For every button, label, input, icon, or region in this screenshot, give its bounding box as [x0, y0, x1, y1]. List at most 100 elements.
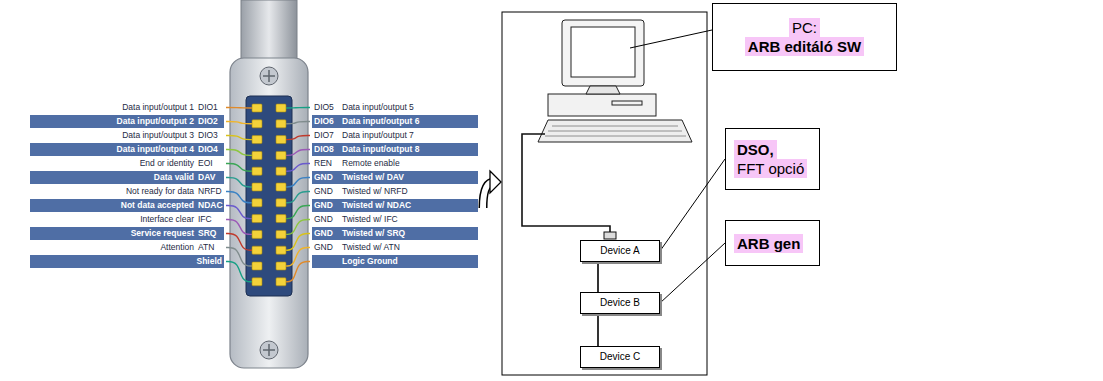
cable-plug	[604, 232, 616, 239]
pin	[252, 136, 262, 144]
callout-text: ARB gen	[734, 234, 803, 253]
signal-name: Data input/output 5	[342, 101, 478, 114]
wire	[226, 248, 252, 267]
signal-abbreviation: DIO1	[198, 101, 224, 114]
gpib-cable	[522, 134, 610, 234]
arrow-head	[490, 171, 501, 193]
pin	[252, 167, 262, 175]
signal-abbreviation: DIO2	[198, 115, 224, 128]
pc-stand	[586, 86, 620, 94]
wire	[226, 122, 252, 124]
system-frame	[502, 12, 707, 375]
wire	[226, 107, 252, 109]
signal-abbreviation: DIO6	[314, 115, 340, 128]
signal-abbreviation: DAV	[198, 171, 224, 184]
signal-abbreviation: GND	[314, 171, 340, 184]
pin	[252, 262, 262, 270]
wire	[286, 206, 310, 219]
label-band	[312, 171, 478, 184]
signal-name: Interface clear	[30, 213, 194, 226]
wire	[286, 150, 310, 156]
signal-abbreviation: REN	[314, 157, 340, 170]
wire	[226, 164, 252, 172]
pin	[276, 151, 286, 159]
signal-name: Data input/output 7	[342, 129, 478, 142]
cable	[241, 0, 297, 62]
label-band	[312, 227, 478, 240]
pin	[252, 104, 262, 112]
gpib-cable	[597, 262, 599, 292]
signal-name: End or identity	[30, 157, 194, 170]
callout-box: ARB gen	[725, 220, 820, 266]
pin	[252, 183, 262, 191]
pins	[252, 104, 286, 286]
signal-name: Data input/output 8	[342, 143, 478, 156]
signal-name: Not data accepted	[30, 199, 194, 212]
wire	[286, 107, 310, 109]
signal-name: Twisted w/ NRFD	[342, 185, 478, 198]
signal-name: Twisted w/ SRQ	[342, 227, 478, 240]
wire	[286, 220, 310, 235]
pin	[276, 262, 286, 270]
signal-abbreviation: NRFD	[198, 185, 224, 198]
signal-name: Data input/output 4	[30, 143, 194, 156]
signal-name: Data input/output 3	[30, 129, 194, 142]
screw	[260, 341, 278, 359]
signal-abbreviation: GND	[314, 241, 340, 254]
label-band	[30, 143, 224, 156]
screw	[260, 67, 278, 85]
pin	[252, 278, 262, 286]
signal-abbreviation: DIO7	[314, 129, 340, 142]
callout-text: ARB editáló SW	[745, 37, 864, 56]
signal-name: Twisted w/ DAV	[342, 171, 478, 184]
pin	[276, 215, 286, 223]
pin	[276, 246, 286, 254]
wire	[226, 206, 252, 219]
pc-drive	[612, 101, 642, 105]
device-box: Device B	[580, 292, 660, 314]
callout-box: DSO,FFT opció	[725, 128, 820, 190]
pin	[252, 246, 262, 254]
screw-slot	[263, 344, 275, 356]
wire	[286, 164, 310, 172]
signal-abbreviation: GND	[314, 227, 340, 240]
pc-keyboard	[538, 120, 692, 142]
label-band	[312, 143, 478, 156]
signal-name: Twisted w/ NDAC	[342, 199, 478, 212]
signal-abbreviation: GND	[314, 185, 340, 198]
signal-name: Data input/output 6	[342, 115, 478, 128]
gpib-cable	[597, 314, 599, 346]
signal-name: Twisted w/ IFC	[342, 213, 478, 226]
label-band	[30, 227, 224, 240]
wire	[286, 192, 310, 203]
device-box: Device A	[580, 240, 660, 262]
wire	[226, 220, 252, 235]
pin	[276, 199, 286, 207]
label-band	[312, 115, 478, 128]
device-label: Device C	[600, 350, 641, 364]
pin	[252, 230, 262, 238]
pin	[252, 199, 262, 207]
pin	[276, 136, 286, 144]
pin	[276, 230, 286, 238]
signal-name: Service request	[30, 227, 194, 240]
device-box: Device C	[580, 346, 660, 368]
pc-case	[548, 94, 656, 116]
pin	[276, 167, 286, 175]
signal-name: Attention	[30, 241, 194, 254]
signal-name: Not ready for data	[30, 185, 194, 198]
device-label: Device B	[600, 296, 640, 310]
pc-screen	[571, 27, 635, 77]
wire	[226, 178, 252, 188]
wire	[286, 136, 310, 140]
pin	[276, 183, 286, 191]
signal-abbreviation: DIO4	[198, 143, 224, 156]
callout-text: FFT opció	[734, 159, 807, 178]
wire	[286, 178, 310, 188]
wire	[286, 122, 310, 124]
signal-abbreviation: IFC	[198, 213, 224, 226]
signal-name: Remote enable	[342, 157, 478, 170]
wire	[286, 262, 310, 282]
signal-name: Data input/output 1	[30, 101, 194, 114]
signal-abbreviation: DIO8	[314, 143, 340, 156]
